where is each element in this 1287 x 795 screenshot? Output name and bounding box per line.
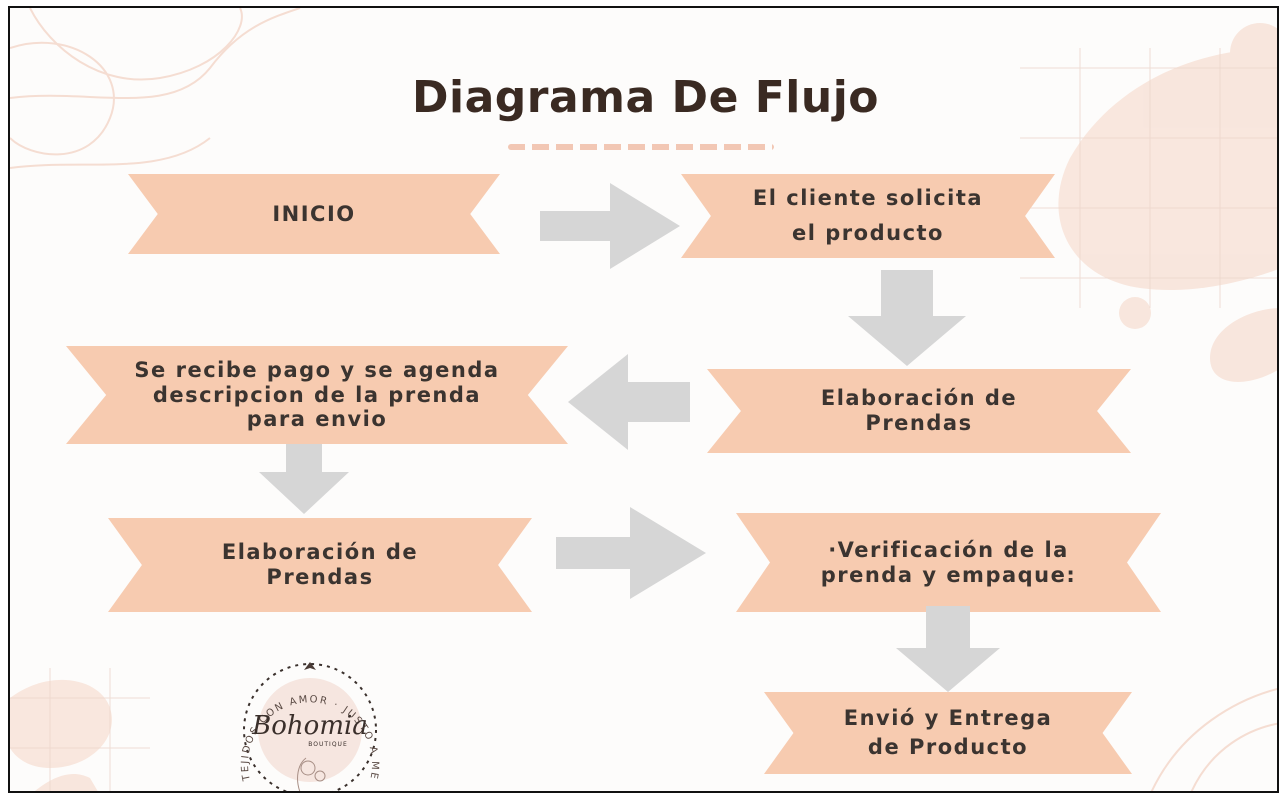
node-elaboracion-1-line-1: Elaboración de (820, 386, 1018, 411)
node-cliente-solicita-line-2: el producto (792, 221, 944, 245)
arrow-down-3 (896, 606, 1000, 692)
arrow-right-1 (540, 183, 680, 269)
diagram-frame: Diagrama De Flujo INICIO El cliente soli… (8, 6, 1279, 793)
background-decoration (10, 8, 1277, 791)
node-envio-line-2: de Producto (867, 735, 1029, 759)
node-envio-entrega: Envió y Entrega de Producto (764, 692, 1132, 774)
title-divider (508, 144, 774, 150)
node-envio-line-1: Envió y Entrega (843, 706, 1053, 731)
arrow-down-1 (848, 270, 966, 366)
node-inicio: INICIO (128, 174, 500, 254)
node-recibe-pago: Se recibe pago y se agenda descripcion d… (66, 346, 568, 444)
node-recibe-pago-line-2: descripcion de la prenda (152, 382, 482, 407)
node-elaboracion-1-line-2: Prendas (865, 411, 973, 435)
node-cliente-solicita: El cliente solicita el producto (681, 174, 1055, 258)
node-recibe-pago-line-3: para envio (246, 407, 388, 432)
node-recibe-pago-line-1: Se recibe pago y se agenda (134, 357, 500, 382)
diagram-title: Diagrama De Flujo (412, 72, 879, 123)
node-elaboracion-prendas-2: Elaboración de Prendas (108, 518, 532, 612)
arrow-left-1 (568, 354, 690, 450)
node-elaboracion-2-line-2: Prendas (266, 565, 374, 589)
bohomia-logo: TEJIDOS CON AMOR · JUSTO A MEDIDA Bohomi… (210, 660, 378, 791)
node-cliente-solicita-line-1: El cliente solicita (752, 186, 984, 211)
node-elaboracion-prendas-1: Elaboración de Prendas (707, 369, 1131, 453)
node-elaboracion-2-line-1: Elaboración de (221, 540, 419, 565)
arrow-right-2 (556, 507, 706, 599)
node-verificacion-line-1: ·Verificación de la (828, 537, 1069, 562)
arrow-down-2 (259, 444, 349, 514)
svg-text:Bohomia: Bohomia (251, 711, 368, 741)
node-inicio-line-1: INICIO (272, 201, 356, 226)
node-verificacion-line-2: prenda y empaque: (820, 562, 1077, 587)
svg-text:BOUTIQUE: BOUTIQUE (308, 741, 347, 748)
node-verificacion: ·Verificación de la prenda y empaque: (736, 513, 1161, 612)
